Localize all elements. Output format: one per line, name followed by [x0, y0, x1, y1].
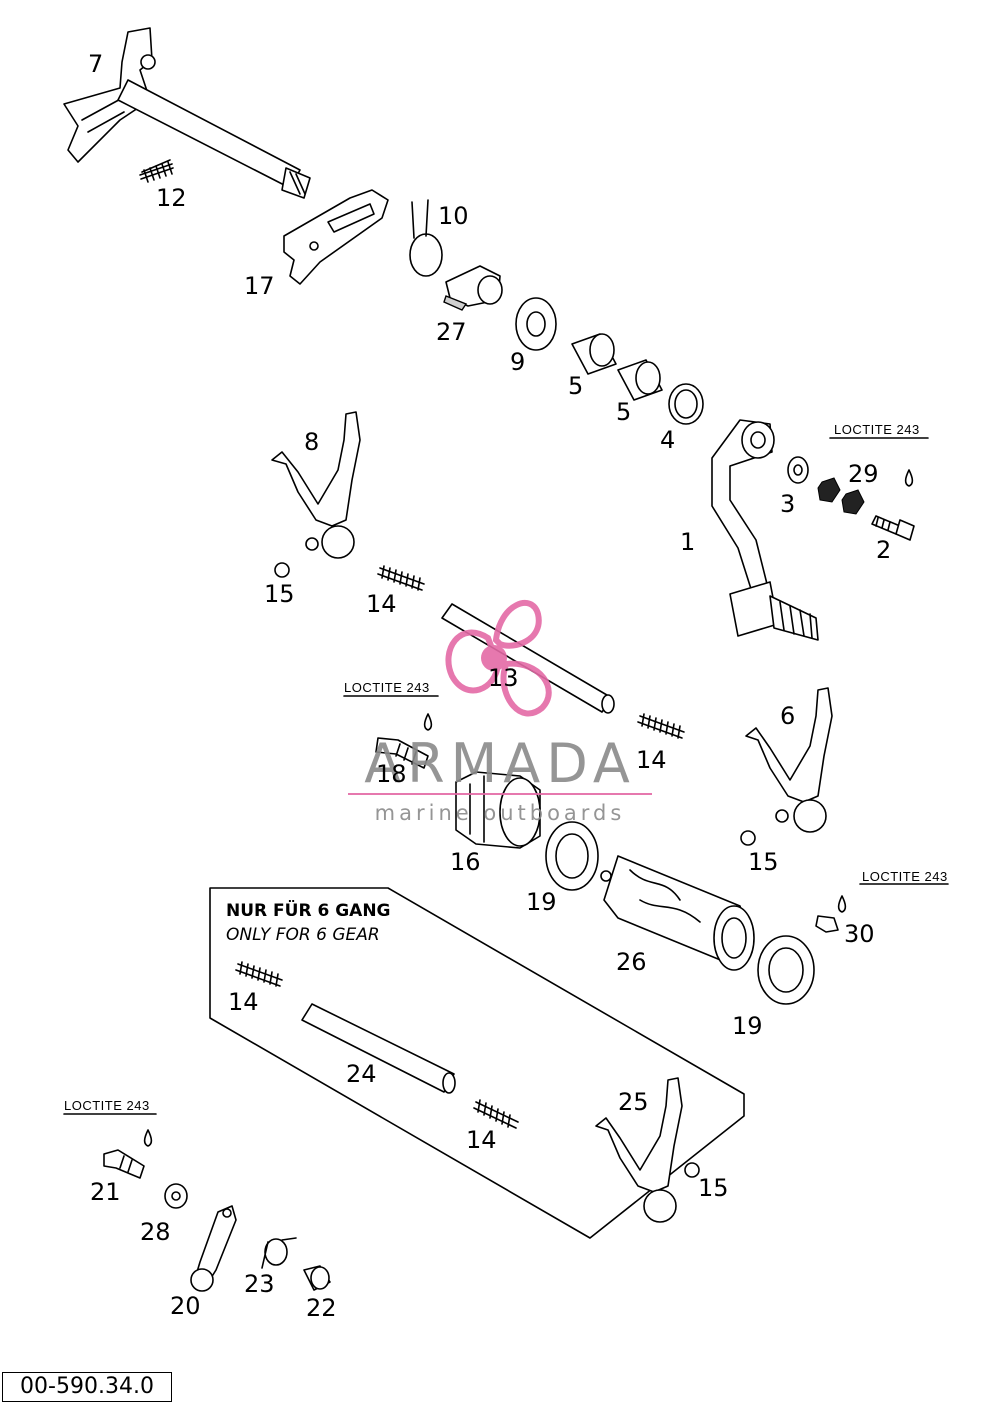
- part-label-12: 12: [156, 184, 187, 212]
- part-label-22: 22: [306, 1294, 337, 1322]
- part-label-7: 7: [88, 50, 103, 78]
- part-27-bushing: [443, 265, 503, 311]
- watermark-tagline: marine outboards: [375, 801, 626, 825]
- part-label-15a: 15: [264, 580, 295, 608]
- six-gear-box: [209, 887, 745, 1239]
- propeller-logo-icon: [445, 600, 552, 717]
- part-label-30: 30: [844, 920, 875, 948]
- part-label-15b: 15: [748, 848, 779, 876]
- part-19-bearing-a: [545, 821, 599, 891]
- part-label-13: 13: [488, 664, 519, 692]
- part-24-fork-shaft: [301, 1003, 456, 1094]
- part-label-3: 3: [780, 490, 795, 518]
- part-label-28: 28: [140, 1218, 171, 1246]
- part-label-23: 23: [244, 1270, 275, 1298]
- part-5-needle-bearing-b: [617, 359, 663, 401]
- part-4-seal-ring: [668, 383, 704, 425]
- part-25-shift-fork: [595, 1077, 683, 1223]
- part-label-10: 10: [438, 202, 469, 230]
- part-12-spring: [139, 159, 174, 183]
- loctite-label-18: LOCTITE 243: [344, 680, 430, 695]
- part-10-spring-clip: [409, 199, 443, 277]
- armada-watermark: ARMADA marine outboards: [348, 600, 652, 825]
- part-28-washer: [164, 1183, 188, 1209]
- part-3-washer: [787, 456, 809, 484]
- part-30-bolt: [815, 915, 839, 933]
- part-14-spring-d: [473, 1099, 519, 1129]
- part-19-bearing-b: [757, 935, 815, 1005]
- part-label-29: 29: [848, 460, 879, 488]
- part-21-bolt: [103, 1149, 145, 1179]
- loctite-drop-2: [829, 437, 929, 487]
- box-subtitle: ONLY FOR 6 GEAR: [226, 925, 380, 945]
- part-label-14b: 14: [636, 746, 667, 774]
- part-13-fork-shaft: [441, 603, 615, 714]
- loctite-label-2: LOCTITE 243: [834, 422, 920, 437]
- loctite-label-21: LOCTITE 243: [64, 1098, 150, 1113]
- part-label-18: 18: [376, 760, 407, 788]
- part-6-shift-fork: [745, 687, 833, 833]
- part-5-needle-bearing-a: [571, 333, 617, 375]
- part-label-1: 1: [680, 528, 695, 556]
- loctite-drop-21: [63, 1113, 157, 1147]
- part-label-24: 24: [346, 1060, 377, 1088]
- part-1-shift-lever: [711, 419, 819, 641]
- part-label-14a: 14: [366, 590, 397, 618]
- part-label-9: 9: [510, 348, 525, 376]
- part-14-spring-b: [637, 713, 685, 739]
- part-14-spring-a: [377, 565, 425, 591]
- part-15-ball-a: [274, 562, 290, 578]
- part-20-lever: [190, 1205, 237, 1292]
- part-7-shift-shaft: [63, 27, 311, 199]
- loctite-drop-18: [343, 695, 439, 731]
- part-label-15c: 15: [698, 1174, 729, 1202]
- part-label-14d: 14: [466, 1126, 497, 1154]
- part-label-19b: 19: [732, 1012, 763, 1040]
- part-29-nut: [817, 477, 865, 515]
- part-label-2: 2: [876, 536, 891, 564]
- part-label-25: 25: [618, 1088, 649, 1116]
- part-15-ball-b: [740, 830, 756, 846]
- part-label-5b: 5: [616, 398, 631, 426]
- part-label-14c: 14: [228, 988, 259, 1016]
- box-title: NUR FÜR 6 GANG: [226, 899, 391, 921]
- drawing-number: 00-590.34.0: [2, 1372, 172, 1402]
- part-23-spring: [261, 1237, 297, 1269]
- part-15-ball-c: [684, 1162, 700, 1178]
- part-2-bolt: [871, 515, 915, 541]
- part-label-16: 16: [450, 848, 481, 876]
- part-14-spring-c: [235, 961, 283, 987]
- part-label-21: 21: [90, 1178, 121, 1206]
- part-label-5a: 5: [568, 372, 583, 400]
- part-label-20: 20: [170, 1292, 201, 1320]
- part-label-27: 27: [436, 318, 467, 346]
- part-label-19a: 19: [526, 888, 557, 916]
- watermark-brand: ARMADA: [364, 732, 636, 795]
- part-label-8: 8: [304, 428, 319, 456]
- part-17-shift-plate: [283, 189, 389, 285]
- loctite-drop-30: [837, 883, 949, 913]
- part-22-roller: [303, 1265, 331, 1291]
- part-8-shift-fork: [271, 411, 361, 559]
- part-label-4: 4: [660, 426, 675, 454]
- part-label-17: 17: [244, 272, 275, 300]
- loctite-label-30: LOCTITE 243: [862, 869, 948, 884]
- part-26-shift-drum: [600, 855, 755, 971]
- part-label-26: 26: [616, 948, 647, 976]
- part-label-6: 6: [780, 702, 795, 730]
- part-9-washer: [515, 297, 557, 351]
- part-18-bolt: [375, 737, 429, 769]
